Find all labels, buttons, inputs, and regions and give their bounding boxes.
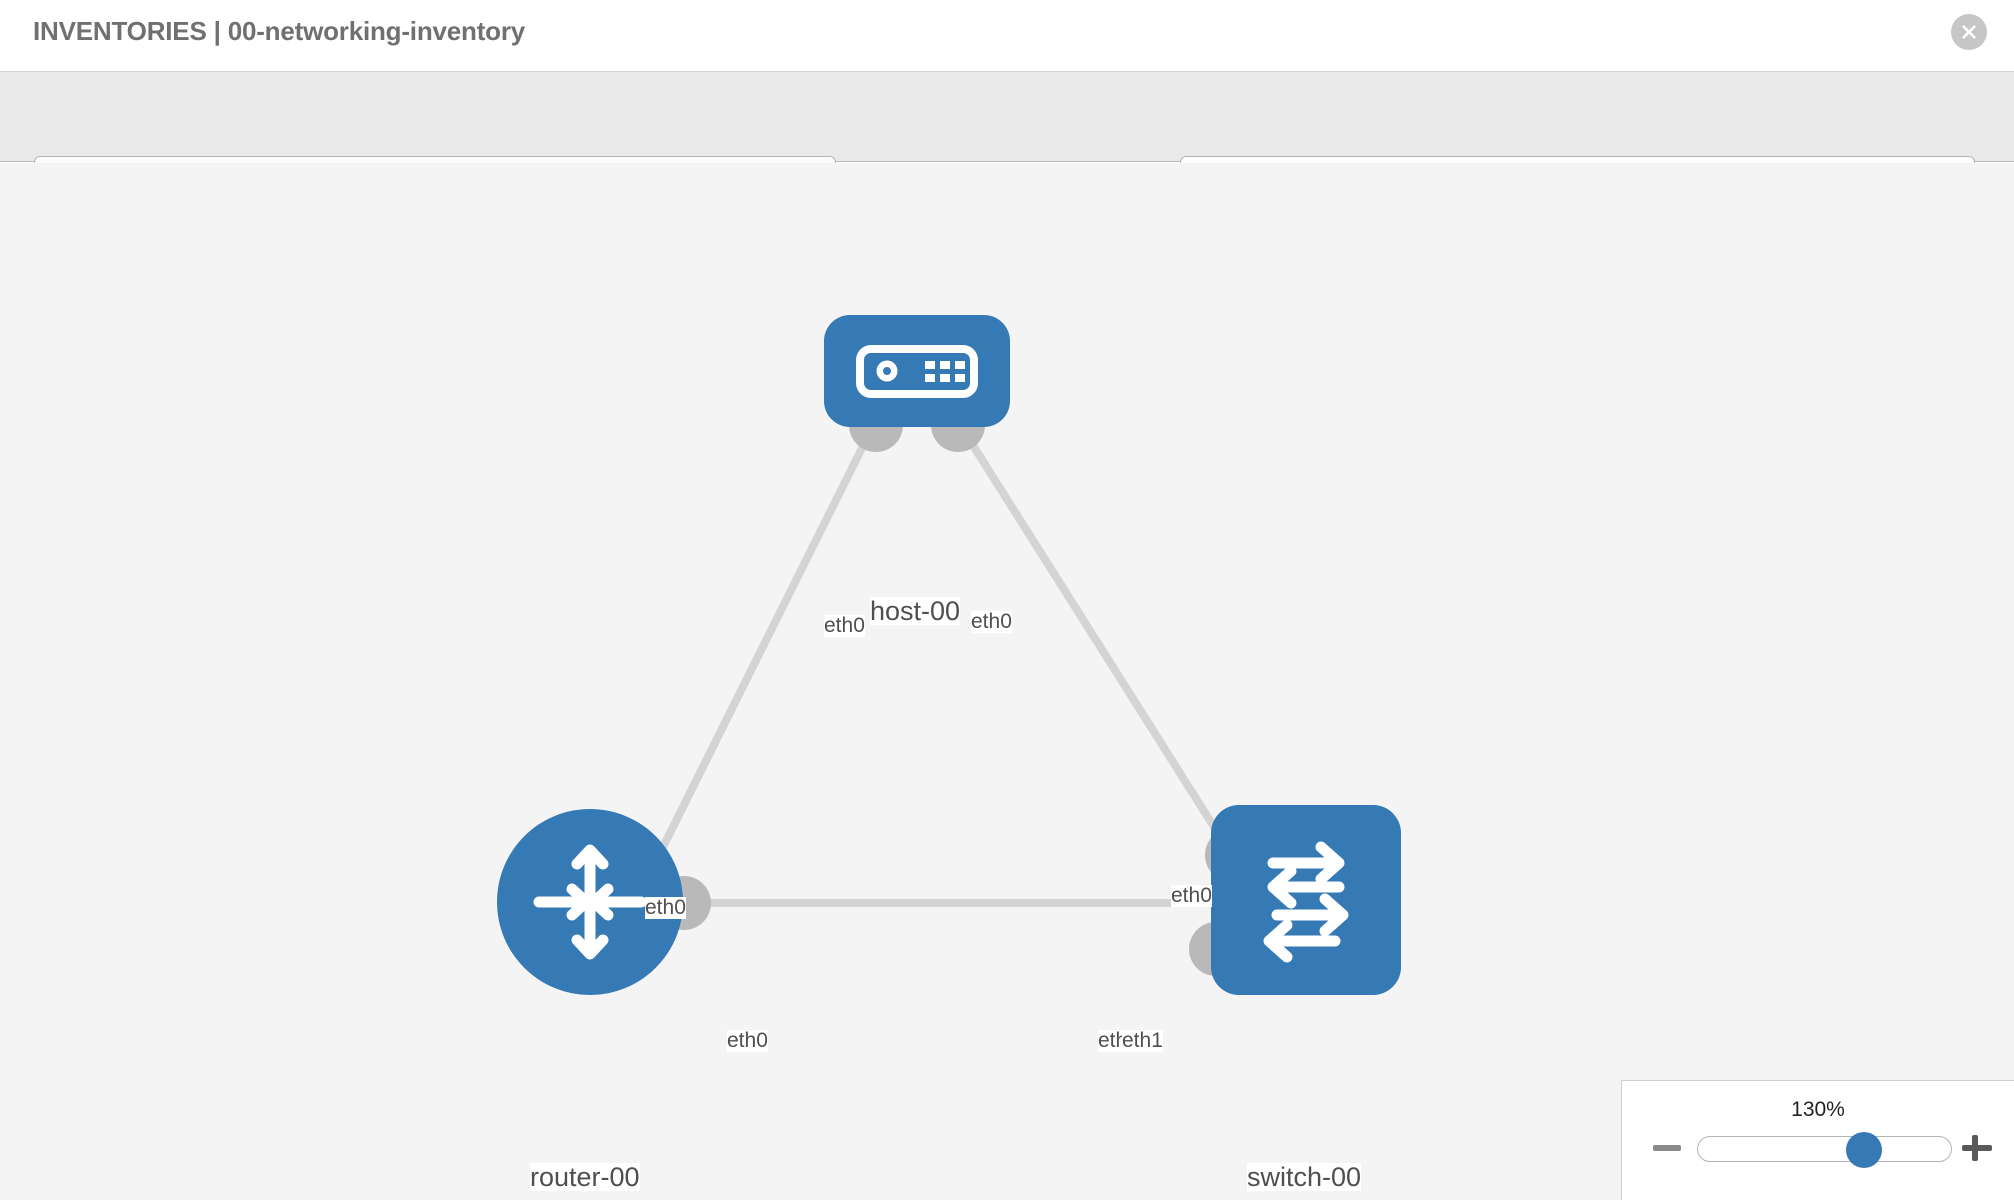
topology-edges bbox=[648, 425, 1237, 907]
interface-label: eth0 bbox=[1171, 884, 1212, 908]
zoom-out-button[interactable] bbox=[1650, 1131, 1684, 1165]
zoom-level-label: 130% bbox=[1791, 1098, 1845, 1121]
page-header: INVENTORIES | 00-networking-inventory bbox=[0, 0, 2014, 72]
close-button[interactable] bbox=[1951, 14, 1987, 50]
zoom-slider[interactable] bbox=[1697, 1132, 1952, 1168]
edge-host-switch[interactable] bbox=[958, 425, 1237, 860]
interface-label: eth0 bbox=[727, 1029, 768, 1053]
topology-canvas[interactable]: host-00 router-00 switch-00 eth0 eth0 et… bbox=[0, 163, 2014, 1200]
edge-host-router[interactable] bbox=[648, 426, 876, 871]
zoom-in-button[interactable] bbox=[1960, 1131, 1994, 1165]
router-icon bbox=[533, 844, 647, 960]
node-label-router-00: router-00 bbox=[530, 1162, 640, 1192]
close-icon bbox=[1962, 25, 1976, 39]
server-icon bbox=[856, 345, 978, 398]
topology-ports bbox=[657, 398, 1259, 976]
node-label-switch-00: switch-00 bbox=[1247, 1162, 1362, 1192]
interface-label: eth0 bbox=[824, 614, 865, 638]
interface-label: eth0 bbox=[971, 610, 1012, 634]
zoom-control: 130% bbox=[1621, 1080, 2014, 1200]
toolbar: ACTIONS SEARCH bbox=[0, 72, 2014, 212]
page-title: INVENTORIES | 00-networking-inventory bbox=[33, 16, 526, 46]
interface-label: eth0 bbox=[645, 896, 686, 920]
node-label-host-00: host-00 bbox=[870, 596, 961, 626]
node-switch-00[interactable] bbox=[1211, 805, 1401, 995]
zoom-slider-thumb[interactable] bbox=[1846, 1132, 1882, 1168]
switch-icon bbox=[1263, 841, 1349, 963]
node-host-00[interactable] bbox=[824, 315, 1010, 427]
interface-label: eth1 bbox=[1122, 1029, 1163, 1053]
